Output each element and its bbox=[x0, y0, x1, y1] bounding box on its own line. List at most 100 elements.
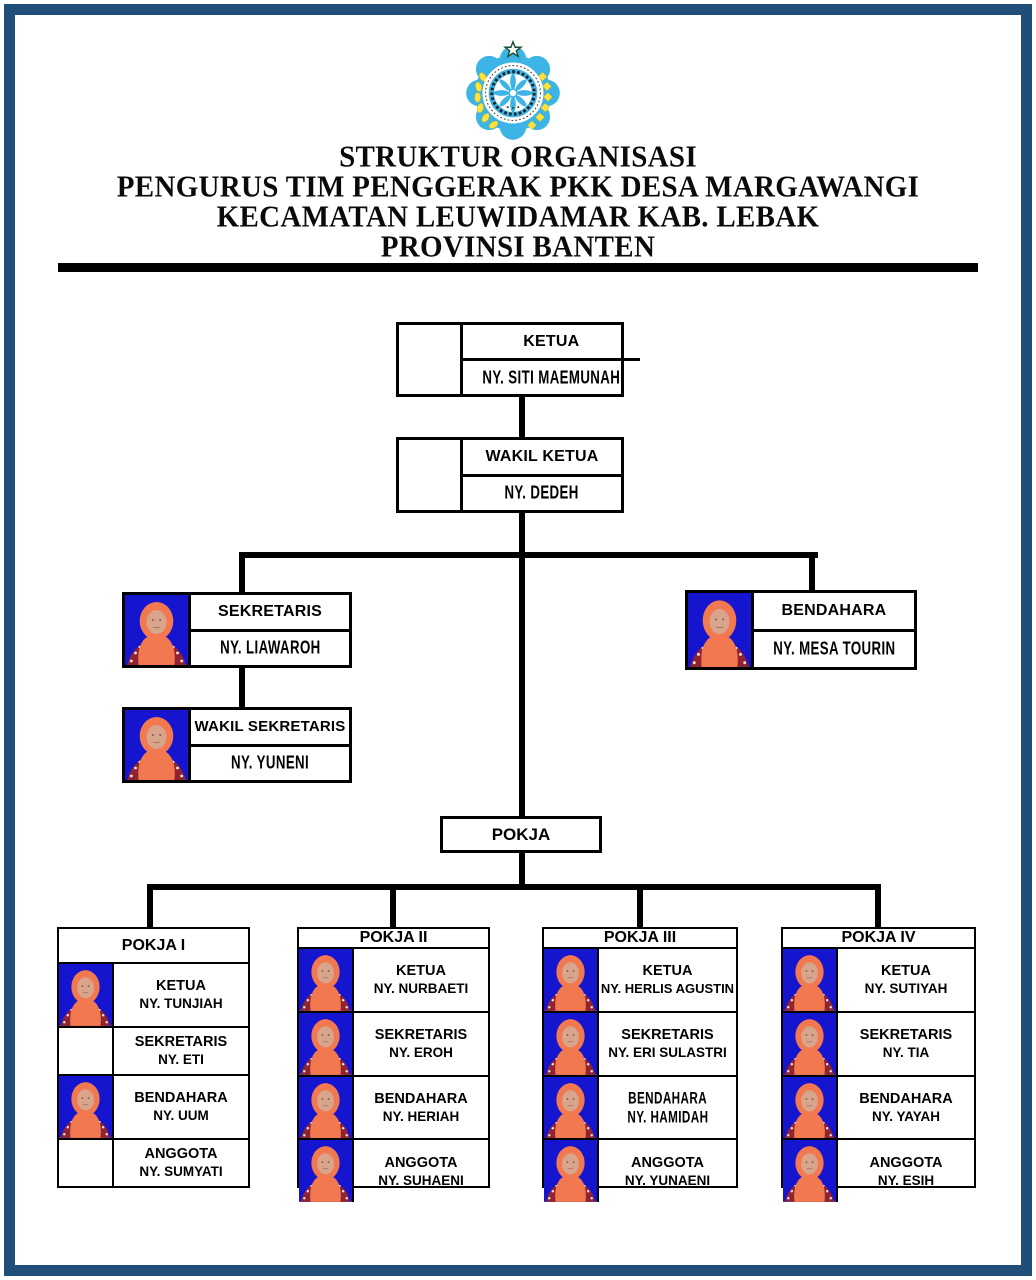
member-name: NY. HERIAH bbox=[382, 1109, 460, 1125]
connector-drop-pokja1 bbox=[147, 884, 153, 929]
member-name: NY. YUNENI bbox=[230, 752, 310, 773]
member-name: NY. ESIH bbox=[877, 1172, 935, 1188]
pokja-column-3: POKJA III KETUA NY. HERLIS AGUSTIN bbox=[542, 927, 738, 1203]
role-label: KETUA bbox=[156, 978, 206, 995]
role-label: BENDAHARA bbox=[754, 593, 914, 632]
role-label: KETUA bbox=[881, 963, 931, 980]
member-name: NY. SUMYATI bbox=[139, 1164, 223, 1180]
role-label: BENDAHARA bbox=[859, 1091, 953, 1108]
pokja-row: BENDAHARA NY. HAMIDAH bbox=[544, 1074, 736, 1139]
photo-cell bbox=[299, 949, 354, 1011]
role-label: SEKRETARIS bbox=[621, 1027, 714, 1044]
photo-cell bbox=[125, 710, 191, 780]
photo-cell bbox=[544, 1140, 599, 1203]
member-name: NY. ETI bbox=[158, 1052, 204, 1068]
logo-cotton-icon bbox=[527, 71, 553, 130]
pokja-column-4: POKJA IV KETUA NY. SUTIYAH bbox=[781, 927, 976, 1203]
pokja-column-1: POKJA I KETUA NY. TUNJIAH SEKRETARIS NY.… bbox=[57, 927, 250, 1188]
connector-drop-pokja4 bbox=[875, 884, 881, 929]
member-name: NY. SUTIYAH bbox=[864, 981, 948, 997]
photo-cell bbox=[783, 949, 838, 1011]
photo-cell bbox=[125, 595, 191, 665]
member-photo bbox=[59, 1076, 112, 1138]
member-name: NY. UUM bbox=[153, 1108, 209, 1124]
pokja-row: SEKRETARIS NY. ETI bbox=[59, 1025, 248, 1074]
pokja-row: ANGGOTA NY. SUHAENI bbox=[299, 1138, 488, 1203]
member-name: NY. YUNAENI bbox=[624, 1172, 711, 1188]
title-line-4: PROVINSI BANTEN bbox=[380, 230, 656, 264]
member-photo bbox=[544, 1012, 597, 1075]
role-label: SEKRETARIS bbox=[134, 1034, 228, 1051]
connector-wakil-down bbox=[519, 511, 525, 555]
role-label: WAKIL SEKRETARIS bbox=[191, 710, 349, 747]
photo-cell bbox=[299, 1076, 354, 1139]
member-name: NY. MESA TOURIN bbox=[772, 638, 896, 659]
org-box-wakil-ketua: WAKIL KETUA NY. DEDEH bbox=[396, 437, 624, 513]
member-photo bbox=[544, 1140, 597, 1203]
photo-cell bbox=[544, 949, 599, 1011]
member-photo bbox=[299, 1012, 352, 1075]
pokja-row: SEKRETARIS NY. TIA bbox=[783, 1010, 974, 1075]
photo-cell bbox=[783, 1140, 838, 1203]
pokja-row: BENDAHARA NY. UUM bbox=[59, 1074, 248, 1138]
photo-cell bbox=[544, 1012, 599, 1075]
photo-cell bbox=[544, 1076, 599, 1139]
connector-ketua-wakil bbox=[519, 395, 525, 439]
member-photo bbox=[299, 1140, 352, 1203]
photo-cell bbox=[783, 1012, 838, 1075]
connector-drop-pokja3 bbox=[637, 884, 643, 929]
member-photo bbox=[544, 1076, 597, 1139]
connector-sekretaris-wakil bbox=[239, 666, 245, 709]
org-box-bendahara: BENDAHARA NY. MESA TOURIN bbox=[685, 590, 917, 670]
connector-pokja-horizontal bbox=[147, 884, 881, 890]
connector-trunk-pokja bbox=[519, 552, 525, 818]
member-photo bbox=[59, 964, 112, 1026]
photo-placeholder bbox=[399, 325, 463, 394]
org-box-wakil-sekretaris: WAKIL SEKRETARIS NY. YUNENI bbox=[122, 707, 352, 783]
photo-cell bbox=[299, 1140, 354, 1203]
connector-drop-sekretaris bbox=[239, 552, 245, 594]
title-line-3: KECAMATAN LEUWIDAMAR KAB. LEBAK bbox=[216, 200, 820, 234]
member-photo bbox=[299, 949, 352, 1011]
member-photo bbox=[783, 1076, 836, 1139]
pokja-row: BENDAHARA NY. YAYAH bbox=[783, 1074, 974, 1139]
role-label: WAKIL KETUA bbox=[463, 440, 621, 477]
connector-drop-pokja2 bbox=[390, 884, 396, 929]
pokja-row: KETUA NY. SUTIYAH bbox=[783, 947, 974, 1011]
pokja-row: KETUA NY. NURBAETI bbox=[299, 947, 488, 1011]
pokja-column-title: POKJA I bbox=[121, 936, 186, 954]
member-name: NY. ERI SULASTRI bbox=[608, 1045, 727, 1061]
role-label: SEKRETARIS bbox=[374, 1027, 468, 1044]
pokja-row: ANGGOTA NY. YUNAENI bbox=[544, 1138, 736, 1203]
pokja-label: POKJA bbox=[491, 824, 551, 844]
pokja-column-title: POKJA II bbox=[359, 929, 428, 946]
role-label: ANGGOTA bbox=[144, 1146, 218, 1163]
logo-flower-icon bbox=[493, 73, 533, 113]
photo-placeholder bbox=[59, 1139, 114, 1186]
member-photo bbox=[783, 949, 836, 1011]
logo-star-icon bbox=[502, 40, 524, 59]
pkk-logo-icon bbox=[466, 40, 560, 140]
photo-cell bbox=[59, 1076, 114, 1138]
member-photo bbox=[783, 1012, 836, 1075]
member-name: NY. LIAWAROH bbox=[219, 637, 321, 658]
photo-cell bbox=[59, 964, 114, 1026]
member-name: NY. HAMIDAH bbox=[627, 1107, 708, 1127]
member-name: NY. YAYAH bbox=[871, 1109, 941, 1125]
role-label: KETUA bbox=[642, 963, 693, 980]
pokja-row: SEKRETARIS NY. EROH bbox=[299, 1010, 488, 1075]
member-photo bbox=[544, 949, 597, 1011]
member-photo bbox=[783, 1140, 836, 1203]
org-box-pokja: POKJA bbox=[440, 816, 602, 853]
pokja-column-2: POKJA II KETUA NY. NURBAETI bbox=[297, 927, 490, 1203]
role-label: SEKRETARIS bbox=[859, 1027, 953, 1044]
photo-placeholder bbox=[59, 1027, 114, 1074]
member-name: NY. EROH bbox=[389, 1045, 453, 1061]
pokja-row: KETUA NY. TUNJIAH bbox=[59, 962, 248, 1026]
photo-placeholder bbox=[399, 440, 463, 510]
photo-cell bbox=[299, 1012, 354, 1075]
role-label: ANGGOTA bbox=[869, 1154, 943, 1171]
role-label: ANGGOTA bbox=[384, 1154, 458, 1171]
pokja-row: KETUA NY. HERLIS AGUSTIN bbox=[544, 947, 736, 1011]
